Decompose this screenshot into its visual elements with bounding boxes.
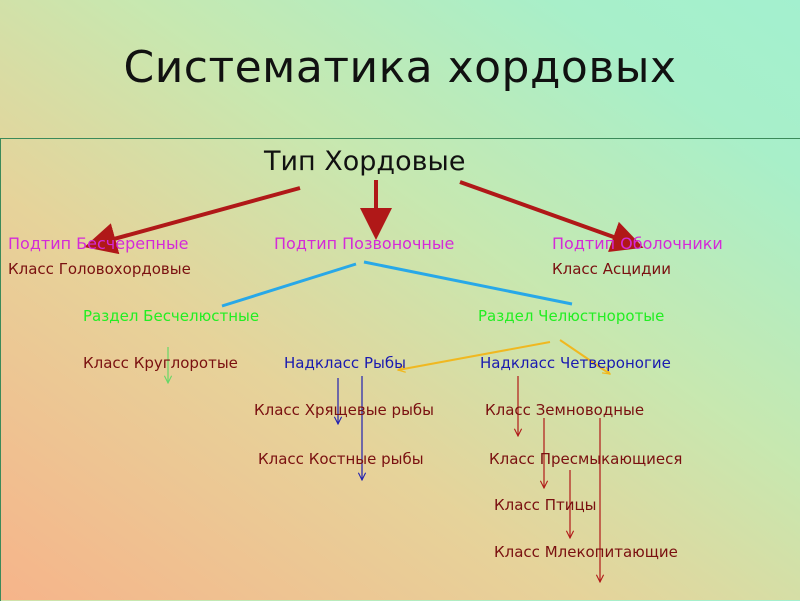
arrow-gnathostomata-to-pisces	[398, 341, 551, 370]
division-gnathostomata: Раздел Челюстноротые	[478, 307, 665, 325]
class-cephalochordata: Класс Головохордовые	[8, 260, 191, 278]
subtype-vertebrata: Подтип Позвоночные	[274, 234, 455, 253]
arrow-type-to-tunicata	[459, 180, 644, 252]
class-reptilia: Класс Пресмыкающиеся	[489, 450, 683, 468]
class-aves: Класс Птицы	[494, 496, 597, 514]
class-amphibia: Класс Земноводные	[485, 401, 645, 419]
class-ascidiacea: Класс Асцидии	[552, 260, 672, 278]
arrow-vertebrata-to-agnatha	[221, 262, 357, 308]
diagram-frame	[0, 138, 800, 601]
arrow-type-to-acrania	[84, 186, 301, 255]
class-chondrichthyes: Класс Хрящевые рыбы	[254, 401, 435, 419]
class-osteichthyes: Класс Костные рыбы	[258, 450, 424, 468]
superclass-tetrapoda: Надкласс Четвероногие	[480, 354, 671, 372]
type-chordata: Тип Хордовые	[264, 146, 466, 177]
arrow-gnathostomata-to-tetrapoda	[559, 339, 610, 375]
division-agnatha: Раздел Бесчелюстные	[83, 307, 260, 325]
subtype-tunicata: Подтип Оболочники	[552, 234, 723, 253]
superclass-pisces: Надкласс Рыбы	[284, 354, 406, 372]
class-mammalia: Класс Млекопитающие	[494, 543, 678, 561]
page-title: Систематика хордовых	[123, 42, 677, 93]
subtype-acrania: Подтип Бесчерепные	[8, 234, 189, 253]
class-cyclostomata: Класс Круглоротые	[83, 354, 238, 372]
arrow-vertebrata-to-gnathostomata	[363, 260, 573, 306]
